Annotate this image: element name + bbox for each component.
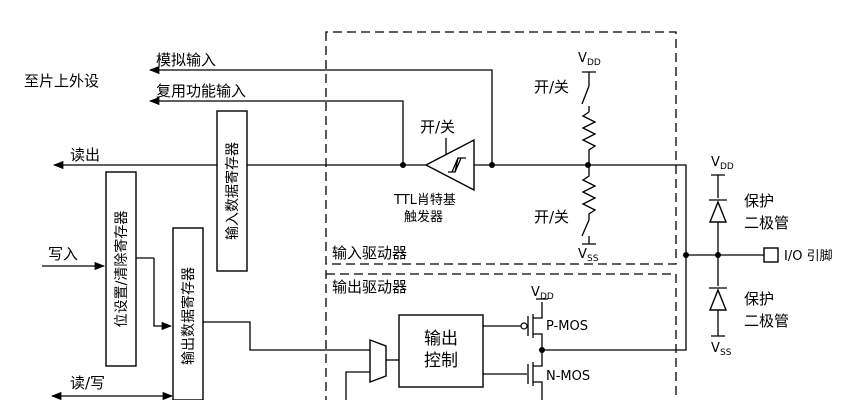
alt-function-input-label: 复用功能输入 xyxy=(156,82,246,100)
output-driver-label: 输出驱动器 xyxy=(332,278,407,296)
alt-function-input-wire xyxy=(148,96,404,165)
lower-protection-diode xyxy=(708,288,728,311)
output-data-register-label: 输出数据寄存器 xyxy=(180,267,197,365)
pullup-vdd-v: V xyxy=(578,51,587,66)
diode-vdd-sub: DD xyxy=(720,162,734,172)
io-pin-label: I/O 引脚 xyxy=(784,248,833,264)
analog-input-wire xyxy=(148,65,493,165)
input-driver-label: 输入驱动器 xyxy=(332,244,407,262)
pullup-switch xyxy=(581,85,590,112)
bit-set-reset-register xyxy=(105,171,137,367)
output-control-box xyxy=(398,314,484,388)
pullup-switch-label: 开/关 xyxy=(534,78,569,96)
io-pin-square xyxy=(763,247,779,263)
pullup-resistor xyxy=(581,111,597,165)
write-in-label: 写入 xyxy=(48,245,78,263)
output-mux xyxy=(369,338,387,384)
pulldown-switch-label: 开/关 xyxy=(534,208,569,226)
to-chip-peripherals-label: 至片上外设 xyxy=(24,72,99,90)
diode-vdd-v: V xyxy=(711,155,720,170)
output-control-label-2: 控制 xyxy=(424,351,458,371)
input-data-register xyxy=(216,110,248,272)
diode-vss-v: V xyxy=(711,341,720,356)
odr-to-mux-wire xyxy=(203,321,370,351)
diode-vss-sub: SS xyxy=(720,348,732,358)
output-to-pad-wire xyxy=(542,255,687,351)
read-out-label: 读出 xyxy=(70,146,100,164)
analog-input-label: 模拟输入 xyxy=(156,51,216,69)
output-data-register xyxy=(172,227,204,400)
nmos-label: N-MOS xyxy=(546,369,590,384)
upper-protection-diode xyxy=(708,200,728,223)
upper-diode-wire xyxy=(711,174,725,255)
pulldown-switch xyxy=(581,219,596,245)
lower-diode-label-2: 二极管 xyxy=(744,312,789,330)
pmos-gate-bubble xyxy=(520,322,528,330)
schmitt-switch-label: 开/关 xyxy=(420,118,455,136)
pmos-label: P-MOS xyxy=(546,319,588,334)
schmitt-hysteresis-icon xyxy=(448,157,466,173)
input-line-wire xyxy=(474,164,687,255)
input-data-register-label: 输入数据寄存器 xyxy=(224,142,241,240)
bit-set-reset-register-label: 位设置/清除寄存器 xyxy=(113,211,130,328)
bsrr-to-odr-wire xyxy=(153,258,173,331)
output-control-label-1: 输出 xyxy=(424,329,458,349)
pullup-vdd-sub: DD xyxy=(587,58,601,68)
lower-diode-label-1: 保护 xyxy=(744,290,774,308)
upper-diode-label-2: 二极管 xyxy=(744,214,789,232)
schmitt-trigger xyxy=(424,138,475,192)
schmitt-node-dot-left xyxy=(400,162,406,168)
alt-out-to-mux-wire xyxy=(345,371,370,400)
lower-diode-wire xyxy=(711,255,725,337)
ttl-schmitt-label-2: 触发器 xyxy=(404,209,443,225)
upper-diode-label-1: 保护 xyxy=(744,192,774,210)
pmos-vdd-v: V xyxy=(531,285,540,300)
read-write-label: 读/写 xyxy=(70,374,105,392)
pmos-vdd-sub: DD xyxy=(540,292,554,302)
pmos-transistor xyxy=(527,298,548,350)
ttl-schmitt-label-1: TTL肖特基 xyxy=(393,193,456,208)
pulldown-vss-sub: SS xyxy=(587,254,599,264)
pulldown-resistor xyxy=(581,165,597,220)
output-driver-frame xyxy=(325,270,677,400)
input-driver-frame xyxy=(325,31,677,265)
pullup-rail xyxy=(582,71,596,86)
pulldown-vss-v: V xyxy=(578,247,587,262)
nmos-transistor xyxy=(527,350,543,400)
input-node-dot xyxy=(585,162,591,168)
